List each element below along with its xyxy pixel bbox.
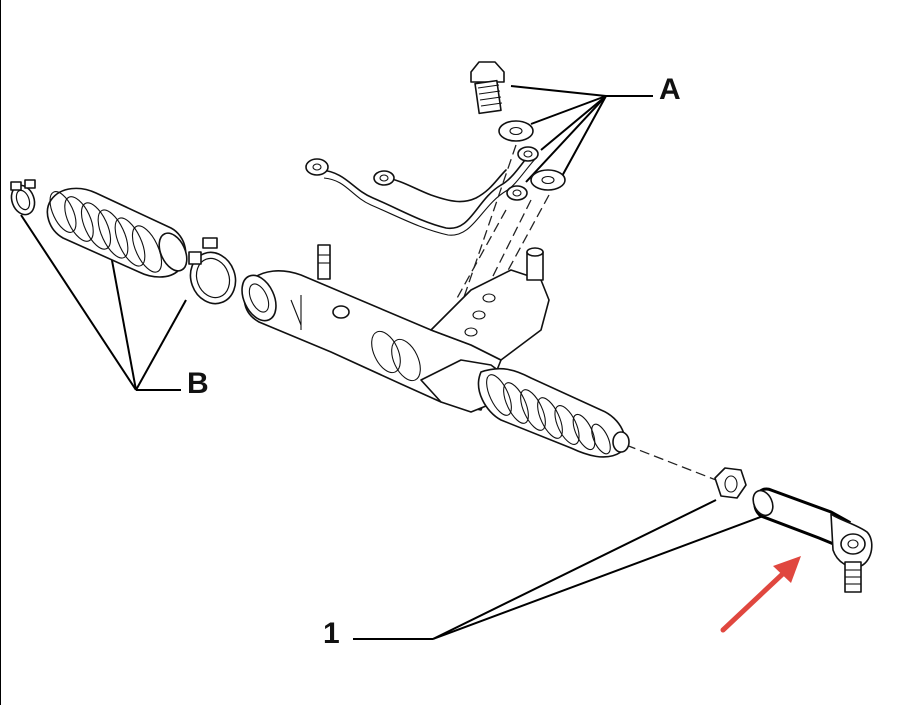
washer-lower [530,169,566,191]
hydraulic-pipe-lower [373,169,528,203]
washer-upper [498,120,534,142]
callout-label-1: 1 [323,617,340,650]
boot-clamp-small [10,179,36,216]
rack-gaiter [477,367,630,458]
callout-a-leaders [510,85,653,183]
callout-1-leaders [353,499,767,640]
callout-label-b: B [187,367,209,400]
arrow-icon [720,556,801,633]
boot-clamp-large [188,237,237,305]
callout-b-leaders [20,214,187,391]
steering-boot [46,187,188,278]
callout-label-a: A [659,73,681,106]
tie-rod-nut [714,467,747,499]
tie-rod-end [752,487,873,593]
bolt [470,61,505,115]
